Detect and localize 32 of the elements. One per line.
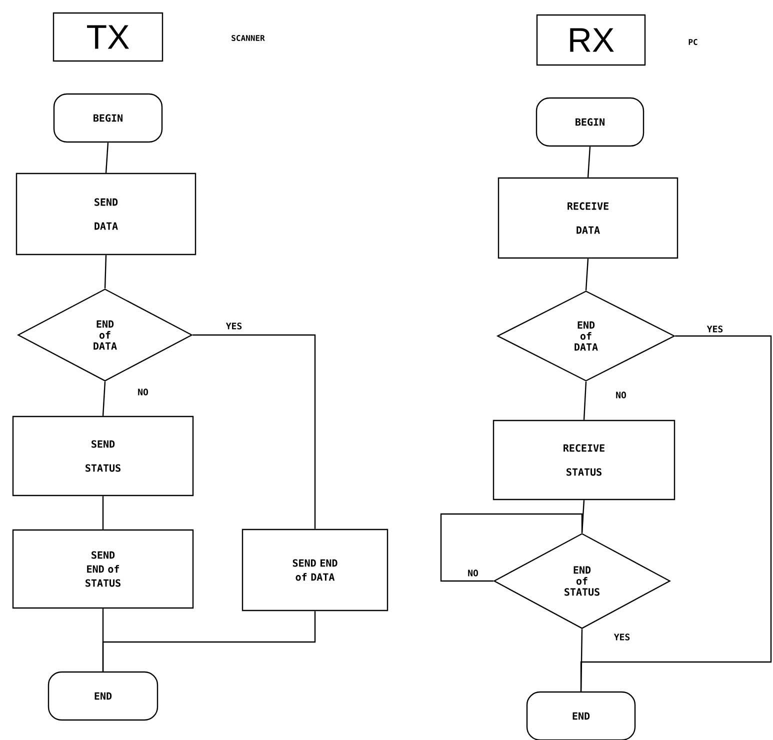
device-label: SCANNER [232, 34, 265, 42]
connector-line [105, 142, 109, 173]
process-box: SEND END of DATA [242, 528, 388, 612]
terminal-box: END [526, 691, 636, 740]
process-box: SEND DATA [16, 172, 196, 256]
terminal-box: BEGIN [536, 97, 644, 147]
connector-line [440, 513, 583, 582]
edge-label: NO [616, 392, 626, 398]
connector-line [102, 496, 104, 530]
title-box: RX [536, 14, 646, 66]
edge-label: NO [138, 388, 148, 396]
connector-line [587, 146, 591, 178]
connector-line [102, 382, 106, 416]
device-label: PC [688, 38, 698, 46]
connector-line [104, 255, 107, 288]
terminal-box: BEGIN [53, 93, 163, 143]
edge-label: YES [614, 634, 630, 640]
edge-label: YES [226, 322, 242, 330]
process-box: SEND END of STATUS [12, 529, 194, 609]
connector-line [581, 500, 585, 533]
terminal-box: END [48, 671, 158, 721]
connector-line [102, 611, 316, 672]
connector-line [583, 382, 587, 420]
connector-line [192, 334, 316, 529]
title-box: TX [52, 12, 164, 62]
process-box: SEND STATUS [12, 416, 194, 496]
edge-label: NO [468, 570, 478, 576]
process-box: RECEIVE STATUS [492, 420, 676, 500]
connector-line [580, 335, 772, 692]
process-box: RECEIVE DATA [498, 177, 678, 259]
connector-line [585, 258, 589, 290]
edge-label: YES [706, 326, 723, 332]
